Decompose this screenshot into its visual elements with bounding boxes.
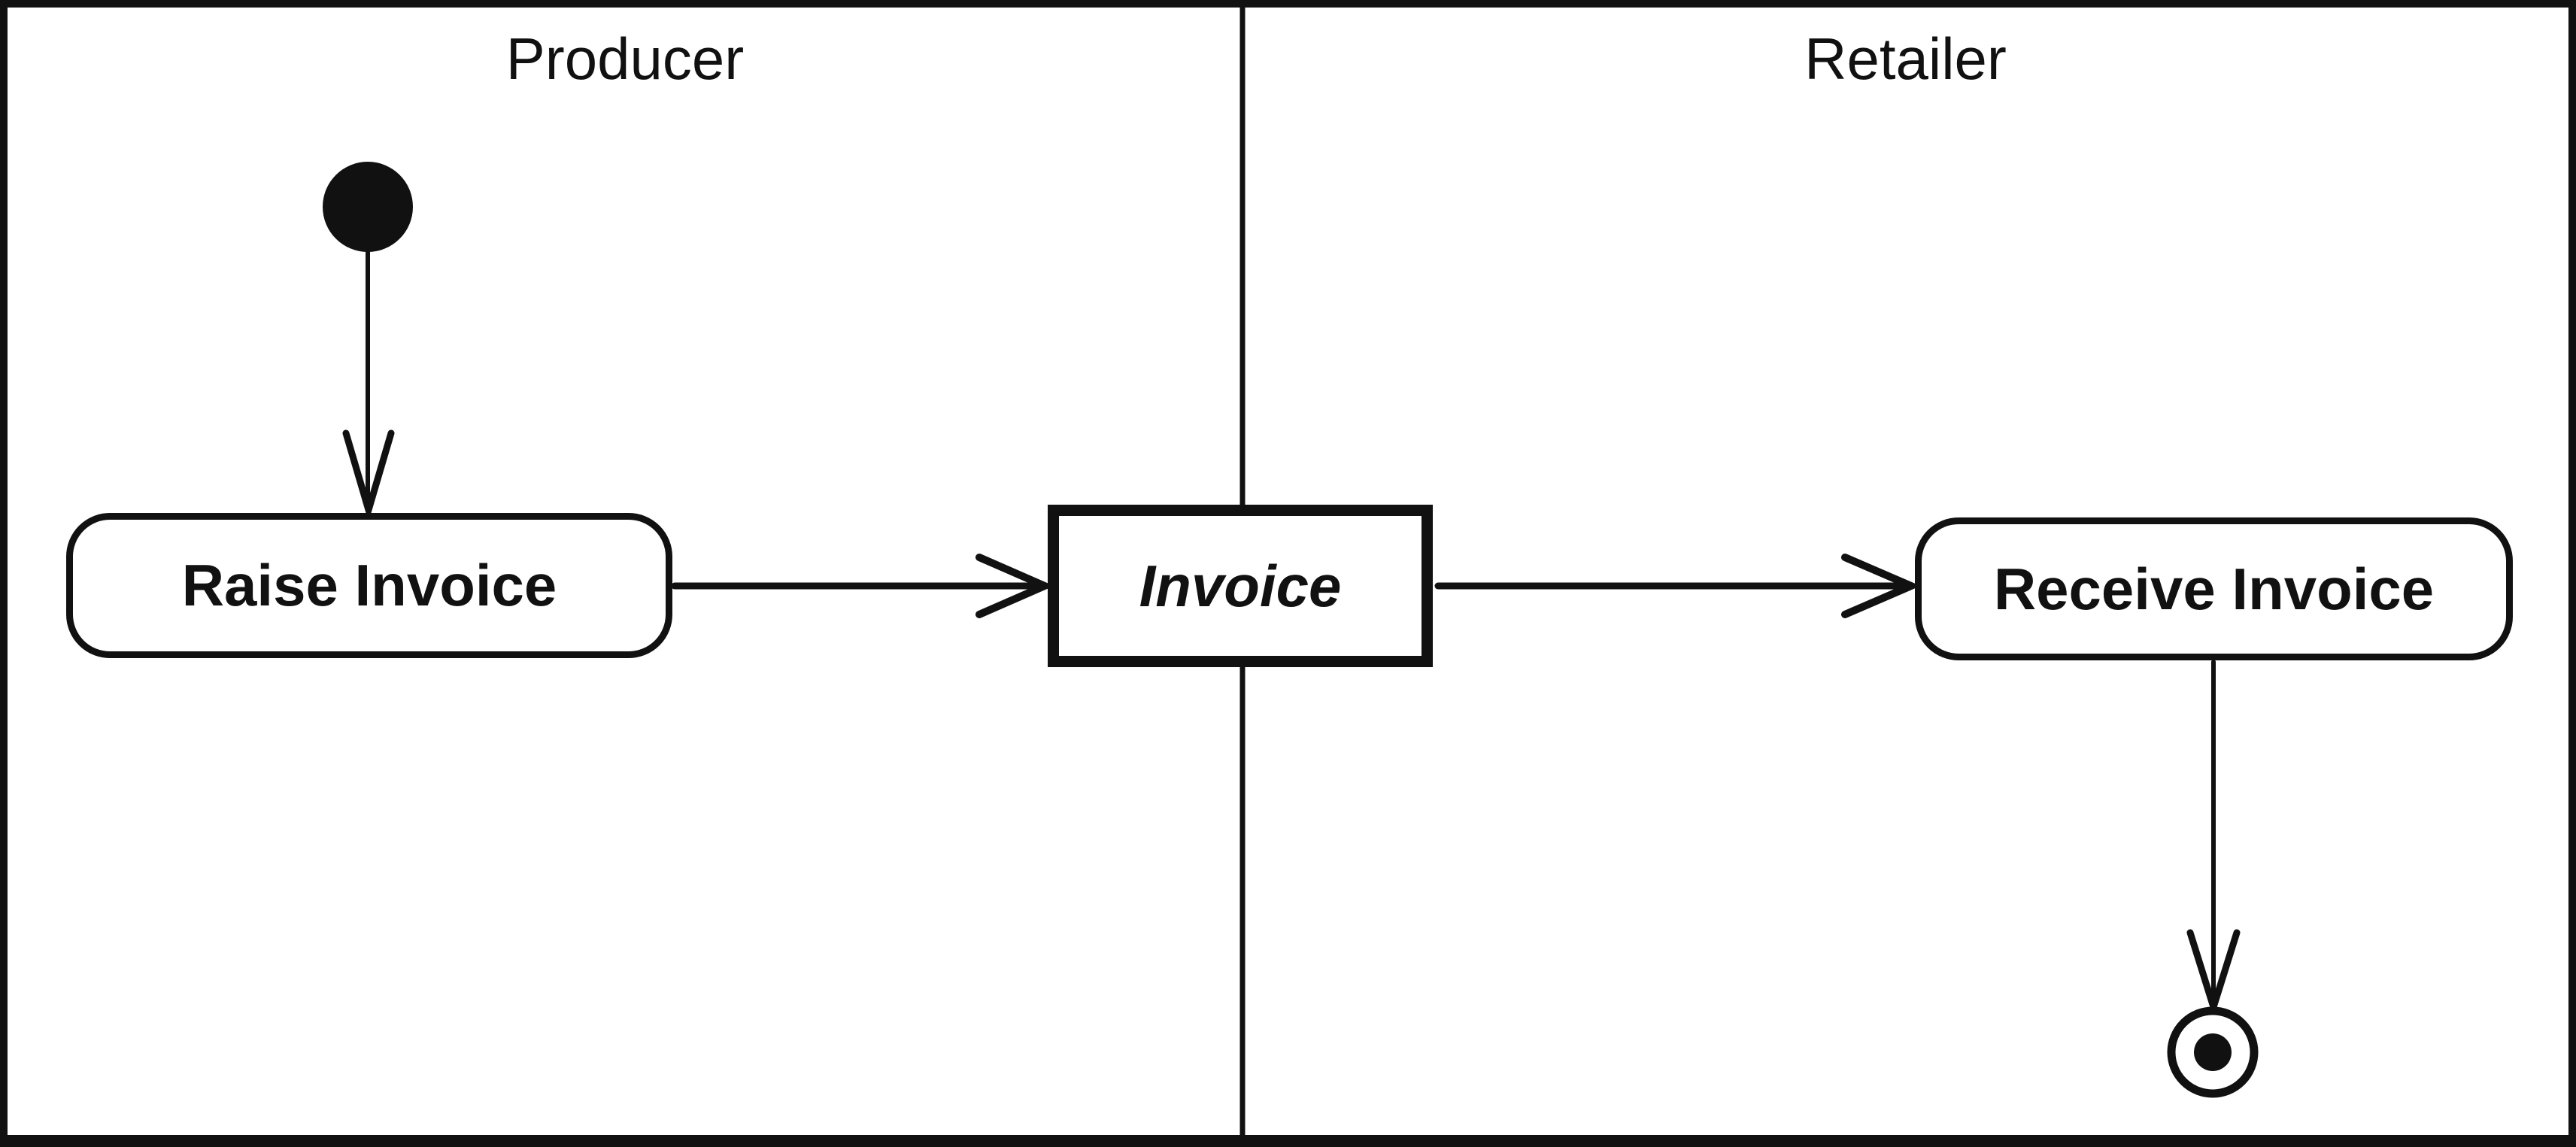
lane-label-retailer-text: Retailer — [1804, 26, 2007, 92]
action-node-raise-invoice: Raise Invoice — [66, 513, 672, 658]
lane-label-producer: Producer — [8, 26, 1242, 102]
final-node-icon — [2167, 1006, 2259, 1098]
edge-raise-to-invoice-arrow — [671, 554, 1054, 618]
action-node-receive-invoice: Receive Invoice — [1915, 517, 2513, 660]
edge-receive-to-final-arrow — [2186, 660, 2241, 1019]
lane-label-producer-text: Producer — [505, 26, 745, 92]
object-node-invoice: Invoice — [1048, 505, 1433, 667]
lane-label-retailer: Retailer — [1242, 26, 2568, 102]
edge-initial-to-raise-arrow — [342, 248, 395, 522]
object-node-invoice-label: Invoice — [1139, 552, 1342, 619]
action-node-receive-invoice-label: Receive Invoice — [1993, 555, 2435, 622]
edge-invoice-to-receive-arrow — [1434, 554, 1921, 618]
initial-node-icon — [323, 162, 413, 252]
action-node-raise-invoice-label: Raise Invoice — [181, 552, 557, 618]
